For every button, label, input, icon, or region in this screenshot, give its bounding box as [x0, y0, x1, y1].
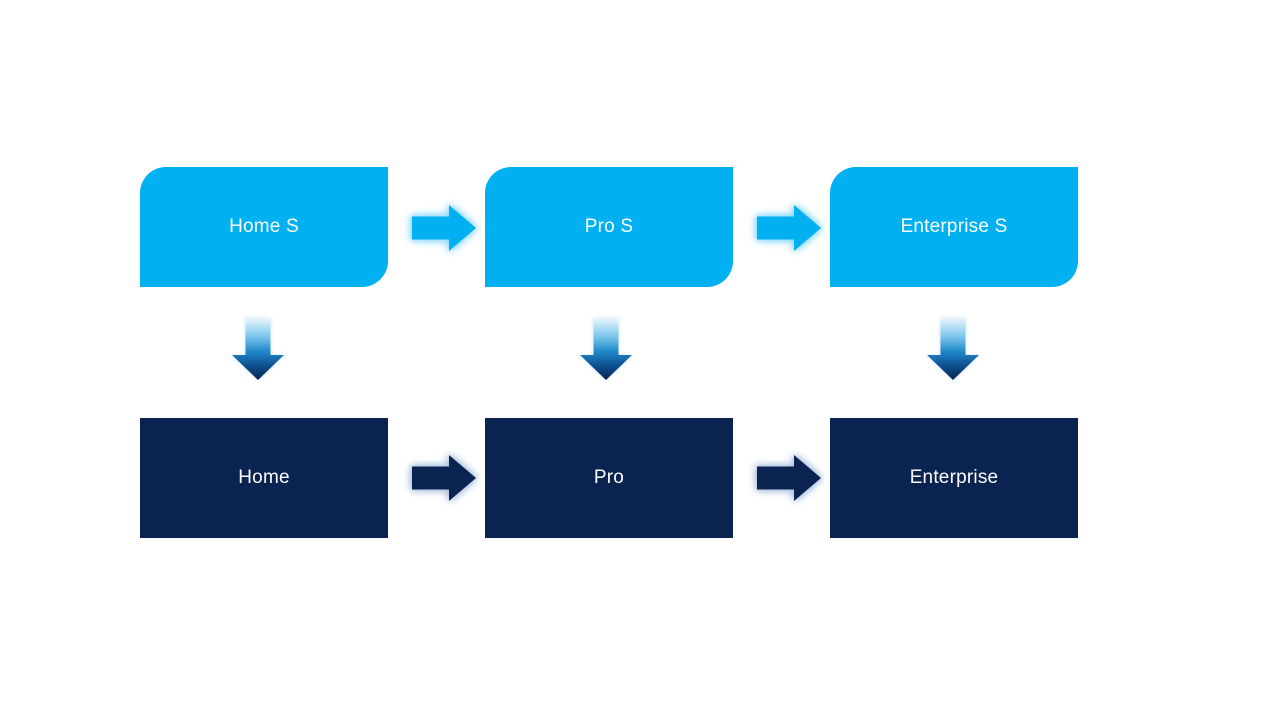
- node-label: Enterprise: [909, 466, 999, 488]
- node-pro-s: Pro S: [485, 167, 733, 287]
- node-pro: Pro: [485, 418, 733, 538]
- node-label: Enterprise S: [900, 215, 1008, 237]
- node-enterprise-s: Enterprise S: [830, 167, 1078, 287]
- right-arrow-icon: [757, 205, 821, 251]
- node-enterprise: Enterprise: [830, 418, 1078, 538]
- node-home-s: Home S: [140, 167, 388, 287]
- right-arrow-icon: [757, 455, 821, 501]
- down-arrow-icon: [927, 318, 979, 380]
- node-home: Home: [140, 418, 388, 538]
- down-arrow-icon: [580, 318, 632, 380]
- right-arrow-icon: [412, 205, 476, 251]
- node-label: Pro: [593, 466, 625, 488]
- node-label: Home S: [229, 215, 299, 237]
- node-label: Home: [238, 466, 290, 488]
- node-label: Pro S: [584, 215, 634, 237]
- right-arrow-icon: [412, 455, 476, 501]
- down-arrow-icon: [232, 318, 284, 380]
